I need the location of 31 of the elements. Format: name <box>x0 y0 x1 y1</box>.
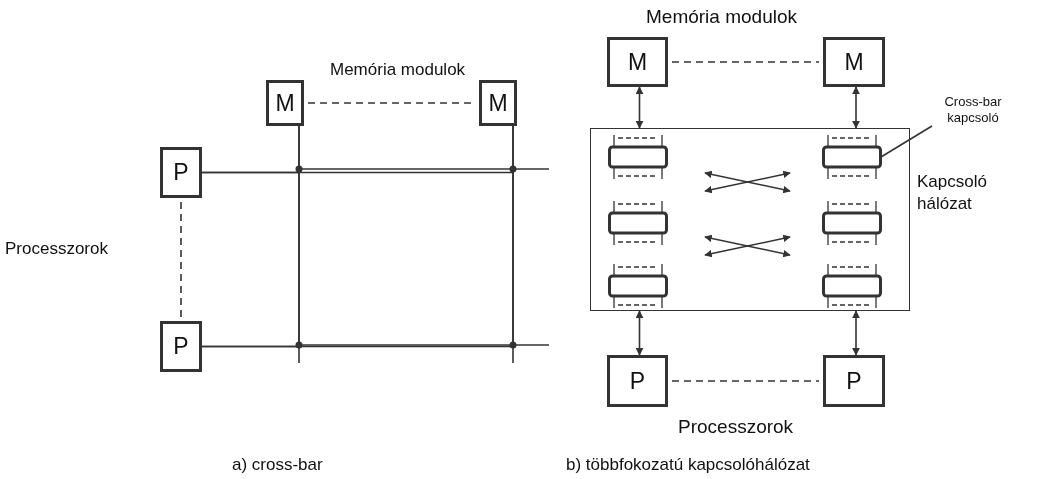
group-label: Processzorok <box>678 416 794 438</box>
module-box: M <box>607 37 668 87</box>
switch-element <box>822 135 882 179</box>
double-arrow <box>852 310 860 356</box>
bus-line <box>201 125 514 348</box>
group-label: Memória modulok <box>646 6 797 28</box>
dashed-line <box>180 201 182 318</box>
switch-element <box>608 264 668 308</box>
switch-element <box>608 135 668 179</box>
dashed-line <box>671 380 820 382</box>
switch-element <box>822 201 882 245</box>
figure-caption: b) többfokozatú kapcsolóhálózat <box>566 455 810 475</box>
module-box: P <box>160 147 202 198</box>
module-box: M <box>823 37 885 87</box>
module-box: M <box>266 80 304 126</box>
switch-element <box>608 201 668 245</box>
figure-caption: a) cross-bar <box>232 455 323 475</box>
module-box: P <box>160 321 202 372</box>
network-label: Kapcsoló hálózat <box>917 171 988 215</box>
callout-text: Cross-bar kapcsoló <box>928 94 1018 130</box>
double-arrow <box>635 86 644 129</box>
group-label: Processzorok <box>5 239 108 259</box>
module-box: M <box>479 80 517 126</box>
double-arrow <box>852 86 860 129</box>
module-box: P <box>823 355 885 407</box>
double-arrow <box>635 310 644 356</box>
module-box: P <box>607 355 668 407</box>
switch-element <box>822 264 882 308</box>
group-label: Memória modulok <box>330 60 466 80</box>
dashed-line <box>671 61 820 63</box>
leader-line <box>880 125 933 158</box>
